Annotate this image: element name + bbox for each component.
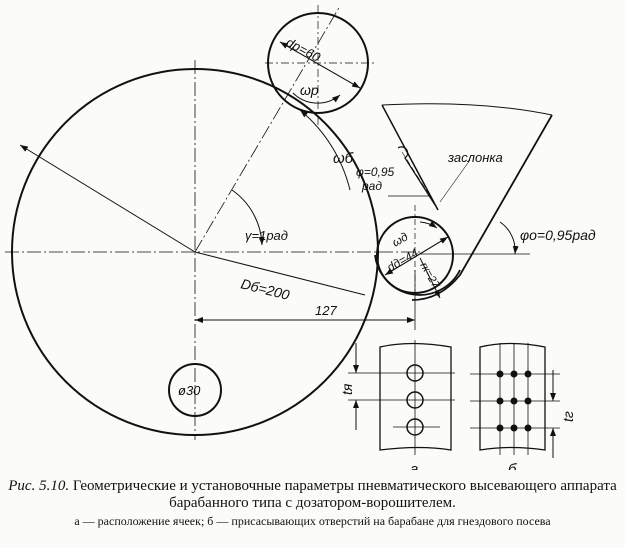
figure-caption: Рис. 5.10. Геометрические и установочные… bbox=[0, 478, 625, 512]
label-Db: Dб=200 bbox=[239, 275, 291, 303]
label-127: 127 bbox=[315, 303, 337, 318]
label-omega-d: ωд bbox=[390, 229, 411, 249]
label-phi-unit: рад bbox=[361, 179, 382, 193]
figure-number: Рис. 5.10. bbox=[8, 478, 70, 494]
label-b: б bbox=[508, 461, 517, 470]
label-t-g: tг bbox=[560, 411, 576, 422]
panel-a bbox=[348, 340, 455, 455]
label-gamma: γ=1рад bbox=[245, 228, 288, 243]
label-dd: dд=44 bbox=[385, 245, 421, 274]
label-omega-p: ωр bbox=[300, 82, 319, 98]
figure-title: Геометрические и установочные параметры … bbox=[72, 478, 617, 511]
label-t-ya: tя bbox=[339, 383, 355, 395]
label-a: а bbox=[410, 461, 418, 470]
label-rk: rк=27 bbox=[417, 261, 442, 292]
drum-seeder-diagram: dр=60 ωр φ=0,95 рад заслонка ωб γ=1рад ω… bbox=[5, 5, 596, 470]
label-zaslonka: заслонка bbox=[447, 150, 503, 165]
figure-legend: а — расположение ячеек; б — присасывающи… bbox=[74, 514, 551, 528]
label-phi: φ=0,95 bbox=[356, 165, 395, 179]
label-dp: dр=60 bbox=[284, 34, 324, 65]
label-phi0: φо=0,95рад bbox=[520, 227, 596, 243]
label-d30: ø30 bbox=[178, 383, 201, 398]
label-omega-b: ωб bbox=[333, 150, 354, 167]
cell-circle bbox=[168, 363, 222, 417]
